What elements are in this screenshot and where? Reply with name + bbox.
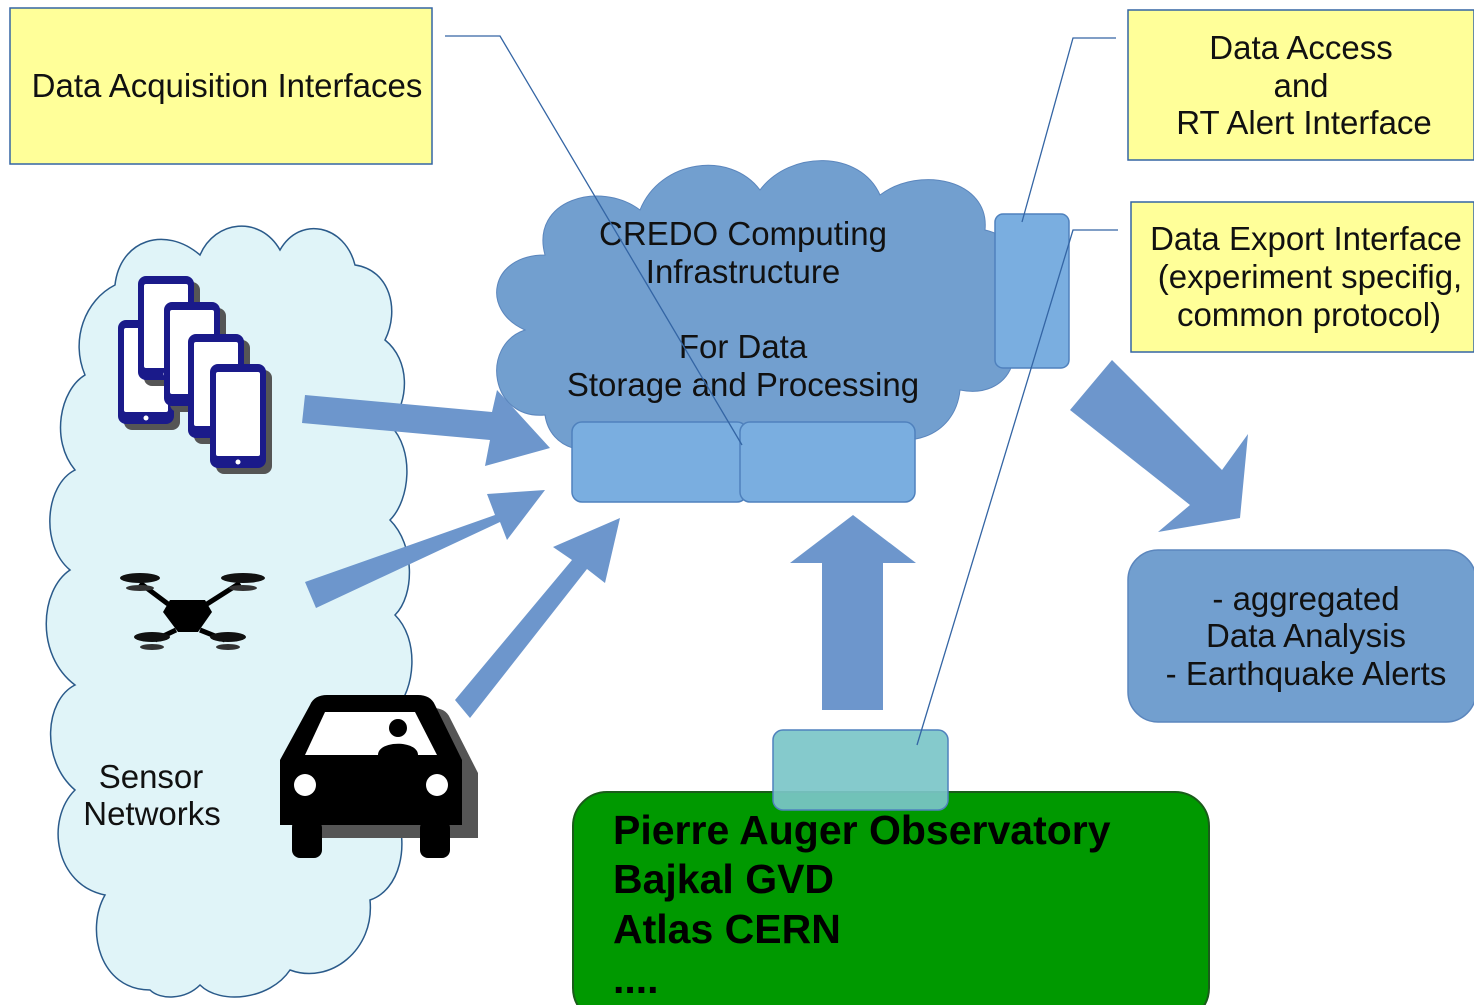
callout-data-acquisition: Data Acquisition Interfaces [9, 7, 433, 165]
callout-data-access: Data Access and RT Alert Interface [1127, 9, 1474, 161]
drone-icon [120, 573, 265, 650]
callout-access-line-2: and [1273, 67, 1328, 104]
experiment-line-4: .... [613, 956, 659, 1002]
car-icon [280, 695, 478, 858]
leader-line-acquisition [445, 35, 743, 446]
computing-cloud [496, 160, 1024, 463]
callout-data-export: Data Export Interface (experiment specif… [1130, 201, 1474, 353]
arrow-experiments-to-computing [790, 515, 916, 710]
sensor-networks-label: Sensor Networks [83, 758, 221, 832]
callout-access-line-1: Data Access [1209, 29, 1392, 66]
experiments-box: Pierre Auger Observatory Bajkal GVD Atla… [572, 791, 1210, 1005]
arrow-drone-to-computing [305, 490, 545, 608]
acquisition-interface-block-left [571, 421, 748, 503]
callout-export-line-1: Data Export Interface [1150, 220, 1462, 257]
callout-access-line-3: RT Alert Interface [1176, 104, 1432, 141]
smartphones-icon [118, 276, 272, 474]
computing-line-4: For Data [679, 328, 808, 365]
callout-acquisition-text: Data Acquisition Interfaces [32, 67, 423, 104]
arrow-computing-to-analysis [1070, 360, 1248, 532]
acquisition-interface-block-right [739, 421, 916, 503]
computing-line-5: Storage and Processing [567, 366, 919, 403]
sensor-line-2: Networks [83, 795, 221, 832]
computing-line-1: CREDO Computing [599, 215, 887, 252]
arrow-phones-to-computing [302, 390, 550, 466]
analysis-box: - aggregated Data Analysis - Earthquake … [1127, 549, 1474, 723]
analysis-line-3: - Earthquake Alerts [1166, 655, 1447, 692]
leader-line-access [1021, 37, 1116, 223]
arrow-car-to-computing [455, 518, 620, 718]
experiment-line-3: Atlas CERN [613, 906, 841, 952]
analysis-line-2: Data Analysis [1206, 617, 1406, 654]
callout-export-line-3: common protocol) [1177, 296, 1441, 333]
sensor-line-1: Sensor [99, 758, 204, 795]
access-interface-block [994, 213, 1070, 369]
callout-export-line-2: (experiment specifig, [1158, 258, 1462, 295]
experiment-line-1: Pierre Auger Observatory [613, 807, 1111, 853]
computing-line-2: Infrastructure [646, 253, 840, 290]
computing-cloud-label: CREDO Computing Infrastructure For Data … [567, 215, 919, 403]
analysis-line-1: - aggregated [1212, 580, 1399, 617]
export-interface-block [772, 729, 949, 811]
experiment-line-2: Bajkal GVD [613, 856, 834, 902]
leader-line-export [916, 229, 1118, 746]
